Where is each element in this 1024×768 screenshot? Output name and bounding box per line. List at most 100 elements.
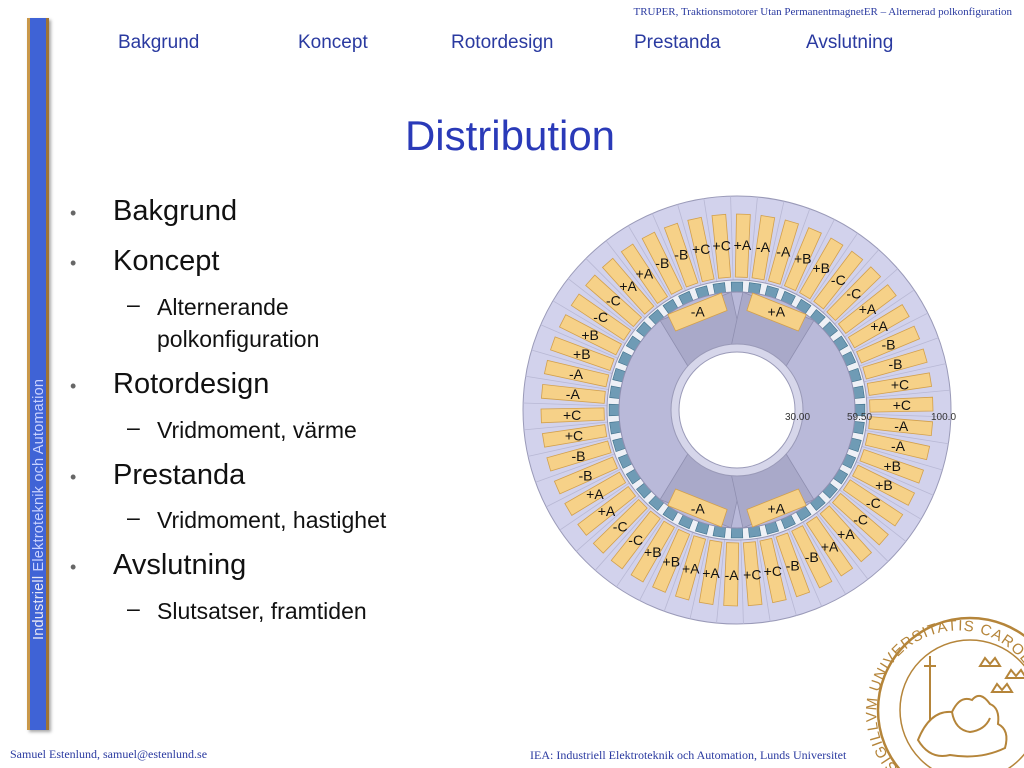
seal-text: SIGILLVM UNIVERSITATIS CAROLINAE GOTHORV… (860, 600, 1024, 768)
stator-tooth-edge (616, 517, 665, 588)
stator-tooth-edge (540, 324, 618, 359)
stator-slot-label: +A (586, 486, 604, 502)
stator-slot-label: -B (572, 448, 586, 464)
stator-tooth-edge (852, 312, 928, 352)
stator-tooth-edge (834, 268, 898, 325)
stator-slot-label: -C (613, 519, 628, 535)
rotor-pole-label: -A (691, 304, 706, 320)
radius-label-59: 59.50 (847, 412, 872, 423)
page-title: Distribution (404, 112, 616, 159)
bullet-text: Rotordesign (113, 368, 270, 400)
stator-tooth-edge (749, 196, 758, 281)
stator-tooth-edge (627, 225, 672, 299)
stator-slot-label: +A (821, 539, 839, 555)
nav-bar: Bakgrund Koncept Rotordesign Prestanda A… (0, 32, 1024, 60)
sub-bullet-text: Alternerande polkonfiguration (157, 294, 320, 352)
stator-slot-label: +C (563, 407, 581, 423)
stator-slot (652, 528, 691, 593)
stator-slot-label: -B (655, 255, 669, 271)
stator-tooth-edge (809, 232, 858, 303)
stator-slot (577, 485, 637, 536)
stator-slot-label: +B (875, 477, 893, 493)
stator-tooth-edge (844, 289, 915, 338)
stator-slot-label: -A (891, 438, 906, 454)
stator-slot (831, 492, 889, 546)
stator-slot (869, 396, 934, 413)
stator-tooth-edge (756, 538, 771, 622)
stator-slot (868, 416, 934, 437)
stator-slot-label: -B (882, 337, 896, 353)
stator-tooth-edge (703, 198, 718, 282)
rotor-pole-magnet (667, 488, 728, 528)
nav-item-koncept[interactable]: Koncept (298, 32, 368, 53)
sub-bullet-marker: – (127, 291, 140, 317)
stator-tooth-edge (689, 536, 709, 619)
seal-inner-ring (899, 639, 1024, 768)
stator-tooth-edge (605, 240, 658, 308)
stator-slot-label: +C (743, 566, 761, 582)
stator-slot-label: -A (756, 239, 771, 255)
stator-slot-label: -C (846, 286, 861, 302)
sub-bullet-text: Vridmoment, hastighet (157, 507, 387, 533)
stator-slot-label: -A (569, 366, 584, 382)
stator-slot (826, 266, 882, 322)
stator-tooth-edge (861, 446, 943, 471)
rotor-pole-magnet (667, 292, 728, 332)
stator-slot (775, 532, 811, 598)
stator-slots (540, 213, 934, 607)
stator-slot-label: +B (644, 544, 662, 560)
stator-slot-label: -C (593, 309, 608, 325)
stator-slot-label: +C (893, 397, 911, 413)
stator-slot-label: +A (682, 560, 700, 576)
stator-slot (553, 456, 618, 495)
sidebar-label-part1: Industriell (31, 571, 47, 640)
stator-slot-label: +A (859, 301, 877, 317)
stator-tooth-edge (525, 375, 609, 390)
stator-slot (805, 516, 854, 577)
bullet-text: Prestanda (113, 459, 246, 491)
stator-slot (663, 222, 699, 288)
stator-tooth-edge (651, 213, 686, 291)
stator-slot (601, 257, 655, 315)
stator-slot-label: +B (573, 346, 591, 362)
stator-slot-label: +B (663, 553, 681, 569)
stator-tooth-edge (677, 204, 702, 286)
stator-tooth-edge (730, 196, 734, 281)
stator-slot-label: -C (831, 272, 846, 288)
stator-tooth-edge (528, 437, 611, 457)
stator-slot (540, 407, 605, 424)
stator-tooth-edge (788, 529, 823, 607)
bullet-marker: • (70, 557, 77, 577)
stator-tooth-edge (585, 258, 646, 319)
stator-tooth-edge (765, 201, 785, 284)
nav-item-prestanda[interactable]: Prestanda (634, 32, 721, 53)
stator-slot-label: -A (894, 418, 909, 434)
stator-tooth-edge (552, 300, 626, 345)
rotor-pole-label: +A (768, 304, 786, 320)
bullet-text: Koncept (113, 245, 220, 277)
nav-item-avslutning[interactable]: Avslutning (806, 32, 894, 53)
stator-slot (641, 231, 683, 295)
stator-slot-label: -C (866, 495, 881, 511)
nav-item-bakgrund[interactable]: Bakgrund (118, 32, 200, 53)
stator-slot-label: -C (628, 532, 643, 548)
stator-tooth-edge (559, 482, 630, 531)
rotor-pole-labels: -A+A-A+A (691, 304, 786, 517)
stator-tooth-edge (772, 534, 797, 616)
stator-tooth-edge (859, 337, 939, 367)
stator-tooth-edge (848, 475, 922, 520)
stator-slot (570, 293, 632, 341)
stator-slot-label: -C (606, 293, 621, 309)
stator-tooth-edge (546, 468, 622, 508)
stator-tooth-edge (531, 349, 613, 374)
stator-slot (558, 314, 623, 356)
stator-slot-label: -B (674, 247, 688, 263)
nav-item-rotordesign[interactable]: Rotordesign (451, 32, 554, 53)
bullet-marker: • (70, 253, 77, 273)
stator-slot (698, 539, 723, 605)
stator-slot-label: -B (579, 467, 593, 483)
rotor-magnet (730, 527, 744, 539)
stator-slot (759, 537, 787, 604)
stator-slot (862, 348, 928, 380)
stator-slot-label: -B (805, 549, 819, 565)
